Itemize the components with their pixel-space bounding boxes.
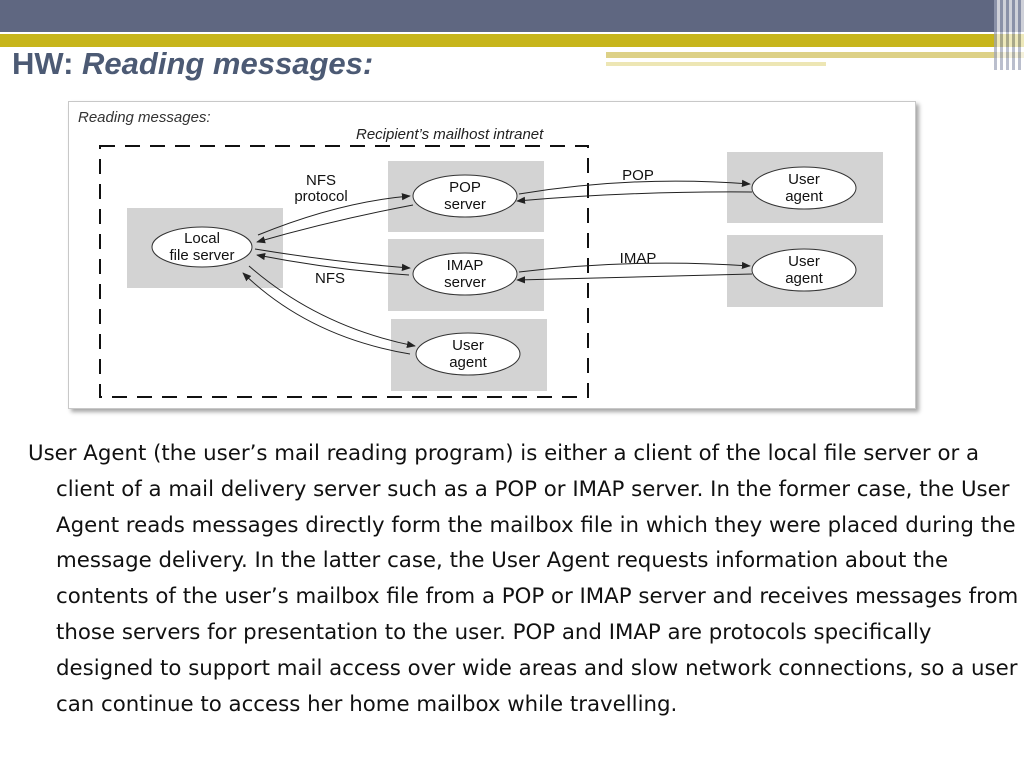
- title-prefix: HW:: [12, 46, 83, 81]
- pop-user-agent-node: User agent: [751, 166, 857, 210]
- intranet-boundary: [99, 145, 589, 398]
- body-text: User Agent (the user’s mail reading prog…: [28, 441, 1019, 717]
- imap-user-agent-label-2: agent: [785, 270, 823, 287]
- nfs-label: NFS: [315, 270, 345, 287]
- header-accent-line-2: [606, 52, 1024, 58]
- arrows: [242, 179, 753, 355]
- header-bar: [0, 0, 1024, 32]
- pop-user-agent-label-1: User: [788, 171, 820, 188]
- imap-server-node: IMAP server: [412, 252, 518, 296]
- diagram-caption: Reading messages:: [78, 109, 211, 126]
- imap-user-agent-node: User agent: [751, 248, 857, 292]
- pop-server-node: POP server: [412, 174, 518, 218]
- imap-user-agent-label-1: User: [788, 253, 820, 270]
- local-file-server-label-1: Local: [184, 230, 220, 247]
- slide-title: HW: Reading messages:: [12, 46, 373, 82]
- nfs-protocol-label-1: NFS: [306, 172, 336, 189]
- imap-server-label-2: server: [444, 274, 486, 291]
- imap-label: IMAP: [620, 250, 657, 267]
- pop-label: POP: [622, 167, 654, 184]
- local-user-agent-label-2: agent: [449, 354, 487, 371]
- local-user-agent-node: User agent: [415, 332, 521, 376]
- pop-user-agent-label-2: agent: [785, 188, 823, 205]
- intranet-label: Recipient’s mailhost intranet: [356, 126, 544, 143]
- imap-server-label-1: IMAP: [447, 257, 484, 274]
- reading-messages-diagram: Reading messages: Recipient’s mailhost i…: [68, 101, 916, 409]
- header-accent-line: [0, 34, 1024, 47]
- local-user-agent-label-1: User: [452, 337, 484, 354]
- title-italic: Reading messages:: [82, 46, 374, 81]
- pop-server-label-2: server: [444, 196, 486, 213]
- pop-server-label-1: POP: [449, 179, 481, 196]
- header-accent-line-3: [606, 62, 826, 66]
- header-stripes: [994, 0, 1024, 70]
- nfs-protocol-label-2: protocol: [294, 188, 347, 205]
- local-file-server-node: Local file server: [151, 226, 253, 268]
- local-file-server-label-2: file server: [169, 247, 234, 264]
